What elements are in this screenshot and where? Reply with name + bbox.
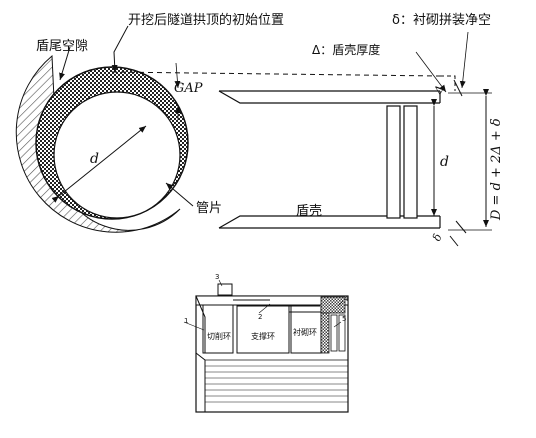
cross-section — [15, 54, 189, 233]
label-cutting-ring: 切削环 — [207, 332, 231, 341]
label-D-formula: D = d + 2Δ + δ — [489, 118, 504, 220]
label-d-circle: d — [90, 151, 99, 167]
callout-2: 2 — [258, 313, 263, 321]
longitudinal-section — [218, 75, 492, 247]
label-lining-ring: 衬砌环 — [293, 328, 317, 337]
label-gap: GAP — [174, 81, 203, 96]
label-tail-void: 盾尾空隙 — [36, 39, 89, 54]
callout-4: 4 — [344, 295, 349, 303]
gap-arrow-top — [174, 62, 181, 89]
leader-crown — [111, 25, 129, 73]
label-d-inner: d — [440, 154, 449, 170]
lining-segment-1 — [386, 105, 401, 219]
leader-tail-void — [59, 46, 71, 81]
label-segment: 管片 — [196, 201, 223, 216]
label-support-ring: 支撑环 — [251, 332, 275, 341]
callout-5: 5 — [342, 315, 347, 323]
lining-segment-2 — [403, 105, 418, 219]
leader-clearance — [459, 31, 469, 89]
label-shield-thickness: Δ：盾壳厚度 — [312, 43, 381, 57]
callout-3: 3 — [215, 273, 220, 281]
label-initial-crown: 开挖后隧道拱顶的初始位置 — [128, 13, 285, 28]
shield-machine-diagram — [183, 279, 349, 413]
label-shield-shell: 盾壳 — [296, 204, 323, 219]
segment-inner — [53, 91, 181, 219]
label-clearance: δ：衬砌拼装净空 — [392, 13, 491, 28]
callout-1: 1 — [184, 317, 189, 325]
d-dimension — [51, 125, 147, 203]
crown-dashed-line — [111, 71, 441, 77]
leader-shield-thickness — [415, 51, 447, 93]
leader-segment — [165, 182, 194, 207]
